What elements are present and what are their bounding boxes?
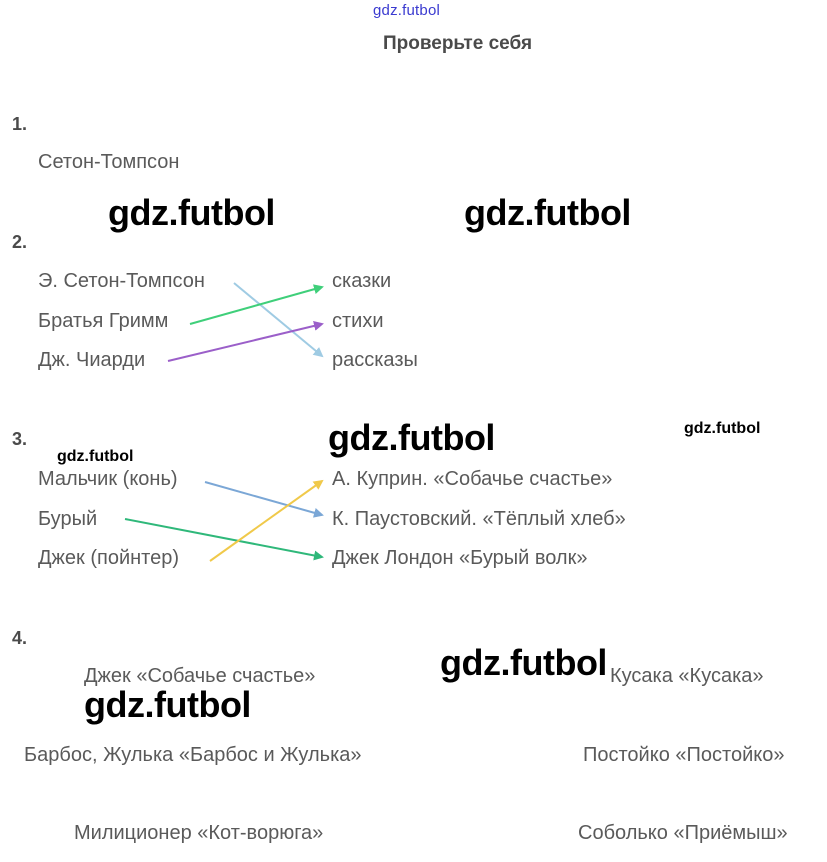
watermark-3: gdz.futbol [328,417,495,458]
site-watermark-top: gdz.futbol [373,2,441,19]
task-2-left-2: Братья Гримм [38,310,169,332]
task-3-right-3: Джек Лондон «Бурый волк» [332,547,588,569]
watermark-2: gdz.futbol [464,192,631,233]
page-title: Проверьте себя [382,33,533,54]
task-2-left-3: Дж. Чиарди [38,349,146,371]
task-3-left-3: Джек (пойнтер) [38,547,180,569]
watermark-5: gdz.futbol [84,684,251,725]
task-2-right-3: рассказы [332,349,418,371]
task-2-right-2: стихи [332,310,384,332]
task-4-item-6: Соболько «Приёмыш» [578,822,788,844]
arrow-jack-to-kuprin [209,479,324,562]
task-1-answer: Сетон-Томпсон [38,151,180,173]
arrow-bury-to-london [124,518,324,561]
watermark-4: gdz.futbol [440,642,607,683]
arrow-chiardi-to-stikhi [167,321,324,362]
task-4-item-3: Барбос, Жулька «Барбос и Жулька» [24,744,362,766]
task-3-right-1: А. Куприн. «Собачье счастье» [332,468,613,490]
task-4-item-5: Милиционер «Кот-ворюга» [74,822,324,844]
watermark-small-2: gdz.futbol [57,448,134,465]
task-3-left-2: Бурый [38,508,98,530]
task-3-number: 3. [12,429,28,449]
task-3-left-1: Мальчик (конь) [38,468,178,490]
task-2-left-1: Э. Сетон-Томпсон [38,270,205,292]
task-1-number: 1. [12,114,28,134]
task-3-right-2: К. Паустовский. «Тёплый хлеб» [332,508,626,530]
task-2-number: 2. [12,232,28,252]
watermark-1: gdz.futbol [108,192,275,233]
task-4-number: 4. [12,628,28,648]
task-4-item-1: Джек «Собачье счастье» [84,665,316,687]
arrow-seton-to-rasskazy [233,282,324,358]
watermark-small-1: gdz.futbol [684,420,761,437]
task-2-right-1: сказки [332,270,392,292]
arrow-malchik-to-paustovsky [204,481,324,518]
task-4-item-4: Постойко «Постойко» [583,744,785,766]
task-4-item-2: Кусака «Кусака» [610,665,764,687]
arrow-grimm-to-skazki [189,284,324,325]
